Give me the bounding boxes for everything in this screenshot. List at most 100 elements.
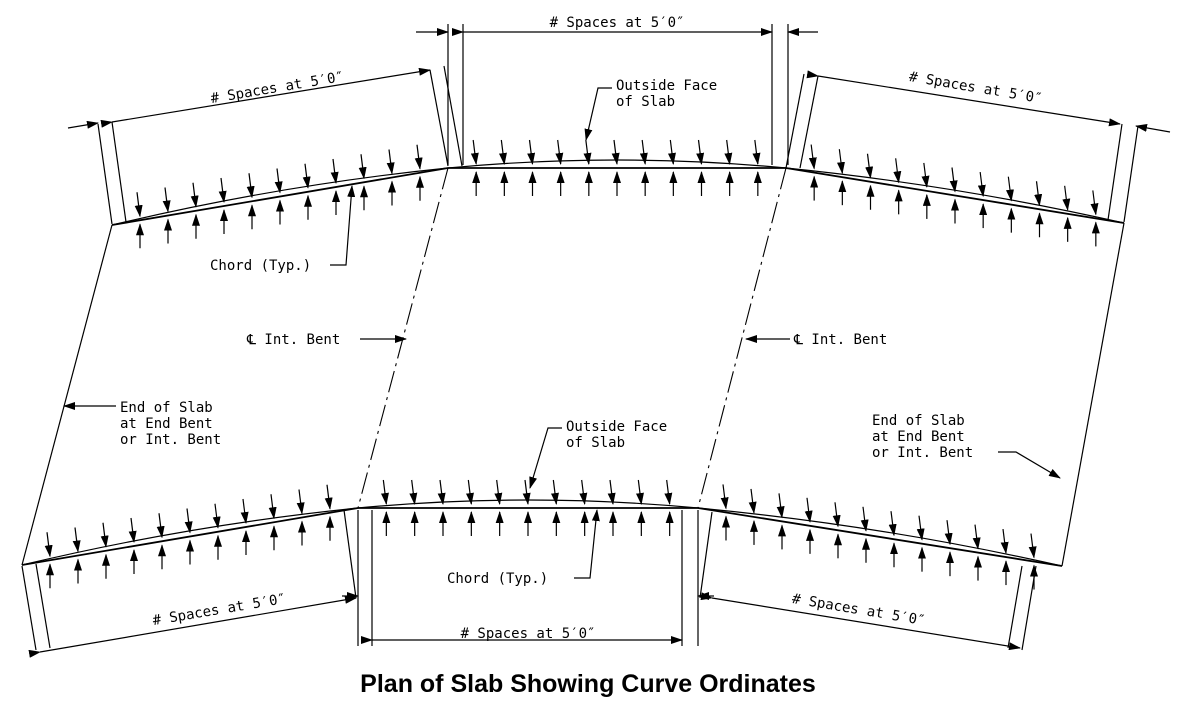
ordinate-arrow-top-right-down <box>893 158 902 184</box>
ext-line-bottom-left-b <box>35 563 51 649</box>
leaders <box>63 87 1061 579</box>
ordinate-arrow-top-left-down <box>246 173 255 199</box>
ordinate-arrow-top-right-down <box>1005 176 1014 202</box>
dim-tick-top-right <box>1135 123 1171 133</box>
dimension-lines <box>21 24 1171 658</box>
ordinate-arrow-bottom-left-down <box>100 522 109 548</box>
end-slab-right-line3: or Int. Bent <box>872 445 973 461</box>
ordinate-arrow-top-right-down <box>865 153 874 179</box>
ordinate-arrow-top-right-down <box>977 172 986 198</box>
top-right-chord <box>785 167 1125 224</box>
ordinate-arrow-top-left-down <box>330 158 339 184</box>
ordinate-arrow-bottom-left-down <box>184 508 193 534</box>
ordinate-arrow-top-left-down <box>190 182 199 208</box>
ext-line-bottom-right-b <box>1007 565 1023 649</box>
ordinate-arrow-top-left-down <box>414 144 423 170</box>
ext-line-bottom-right-c <box>1021 565 1037 651</box>
leader-chord-bottom <box>574 509 600 579</box>
leader-chord-top <box>330 185 356 266</box>
ext-line-top-left-a <box>97 123 113 225</box>
ordinate-arrow-bottom-right-down <box>1028 533 1037 559</box>
ordinate-arrow-bottom-right-down <box>860 506 869 532</box>
ordinate-arrow-top-center-down <box>611 139 620 165</box>
curve-ordinate-arrows <box>44 139 1100 590</box>
ordinate-arrow-bottom-left-down <box>44 532 53 558</box>
ordinate-arrow-top-right-down <box>808 144 817 170</box>
ordinate-arrow-top-center-down <box>667 139 676 165</box>
ordinate-arrow-bottom-right-down <box>1000 529 1009 555</box>
bottom-right-arc <box>697 507 1063 567</box>
ordinate-arrow-top-center-down <box>583 139 592 165</box>
leader-outside-face-top <box>584 87 612 141</box>
ordinate-arrow-bottom-left-down <box>212 503 221 529</box>
int-bent-label-right: ℄ Int. Bent <box>793 332 887 348</box>
ordinate-arrow-bottom-right-down <box>832 502 841 528</box>
ordinate-arrow-top-center-down <box>639 139 648 165</box>
dim-label-bottom-left: # Spaces at 5′0″ <box>152 591 288 629</box>
ordinate-arrow-top-right-down <box>949 167 958 193</box>
int-bent-label-left: ℄ Int. Bent <box>246 332 340 348</box>
end-slab-left-line1: End of Slab <box>120 400 213 416</box>
top-left-chord <box>111 167 449 226</box>
ordinate-arrow-bottom-left-down <box>268 494 277 520</box>
end-slab-right-line2: at End Bent <box>872 429 965 445</box>
ordinate-arrow-bottom-center-down <box>494 479 503 505</box>
ordinate-arrow-bottom-right-down <box>748 488 757 514</box>
bottom-left-chord <box>21 507 359 566</box>
ordinate-arrow-bottom-right-down <box>776 493 785 519</box>
ordinate-arrow-bottom-left-down <box>296 489 305 515</box>
dim-line-bottom-right <box>700 592 1021 651</box>
ordinate-arrow-bottom-right-down <box>720 484 729 510</box>
ext-line-top-left-d <box>443 65 463 167</box>
bottom-right-chord <box>697 507 1063 567</box>
ordinate-arrow-bottom-left-down <box>240 498 249 524</box>
ordinate-arrow-bottom-right-down <box>888 511 897 537</box>
ordinate-arrow-top-left-down <box>358 154 367 180</box>
ordinate-arrow-top-center-down <box>470 139 479 165</box>
ordinate-arrow-bottom-center-down <box>380 479 389 505</box>
end-of-slab-left <box>21 224 113 566</box>
diagram-title: Plan of Slab Showing Curve Ordinates <box>360 670 816 698</box>
outside-face-bottom-line1: Outside Face <box>566 419 667 435</box>
ordinate-arrow-top-center-down <box>555 139 564 165</box>
int-bent-centerline-right <box>697 167 787 509</box>
ordinate-arrow-bottom-center-down <box>437 479 446 505</box>
ordinate-arrow-top-center-down <box>527 139 536 165</box>
ordinate-arrow-bottom-right-down <box>972 524 981 550</box>
ordinate-arrow-bottom-center-down <box>635 479 644 505</box>
ordinate-arrow-top-left-down <box>386 149 395 175</box>
ordinate-arrow-bottom-right-down <box>804 497 813 523</box>
slab-outline <box>21 159 1125 567</box>
ordinate-arrow-bottom-center-down <box>607 479 616 505</box>
outside-face-bottom-line2: of Slab <box>566 435 625 451</box>
ordinate-arrow-bottom-right-down <box>944 520 953 546</box>
ext-line-top-right-b <box>799 75 819 169</box>
ext-line-bottom-left-c <box>343 509 357 599</box>
ordinate-arrow-top-left-down <box>134 192 143 218</box>
ordinate-arrow-bottom-left-down <box>324 484 333 510</box>
ordinate-arrow-bottom-center-down <box>465 479 474 505</box>
ordinate-arrow-top-right-down <box>1034 181 1043 207</box>
ext-line-bottom-left-a <box>21 565 37 651</box>
ext-line-top-left-c <box>429 69 449 167</box>
ordinate-arrow-bottom-center-down <box>550 479 559 505</box>
ordinate-arrow-bottom-center-down <box>522 479 531 505</box>
end-slab-left-line3: or Int. Bent <box>120 432 221 448</box>
leader-outside-face-bottom <box>529 427 562 489</box>
ordinate-arrow-top-center-down <box>498 139 507 165</box>
ordinate-arrow-top-right-down <box>1062 185 1071 211</box>
outside-face-top-line2: of Slab <box>616 94 675 110</box>
ext-line-bottom-right-a <box>699 511 713 599</box>
ext-line-top-right-a <box>785 73 805 169</box>
outside-face-top-line1: Outside Face <box>616 78 717 94</box>
ordinate-arrow-top-left-down <box>302 163 311 189</box>
ordinate-arrow-top-center-down <box>696 139 705 165</box>
ext-line-top-right-d <box>1123 125 1139 223</box>
ordinate-arrow-bottom-center-down <box>664 479 673 505</box>
dim-tick-top-left <box>67 120 99 129</box>
ordinate-arrow-top-right-down <box>836 149 845 175</box>
dim-label-bottom-right: # Spaces at 5′0″ <box>791 591 927 629</box>
ordinate-arrow-bottom-left-down <box>156 513 165 539</box>
ext-line-top-right-c <box>1107 123 1123 221</box>
